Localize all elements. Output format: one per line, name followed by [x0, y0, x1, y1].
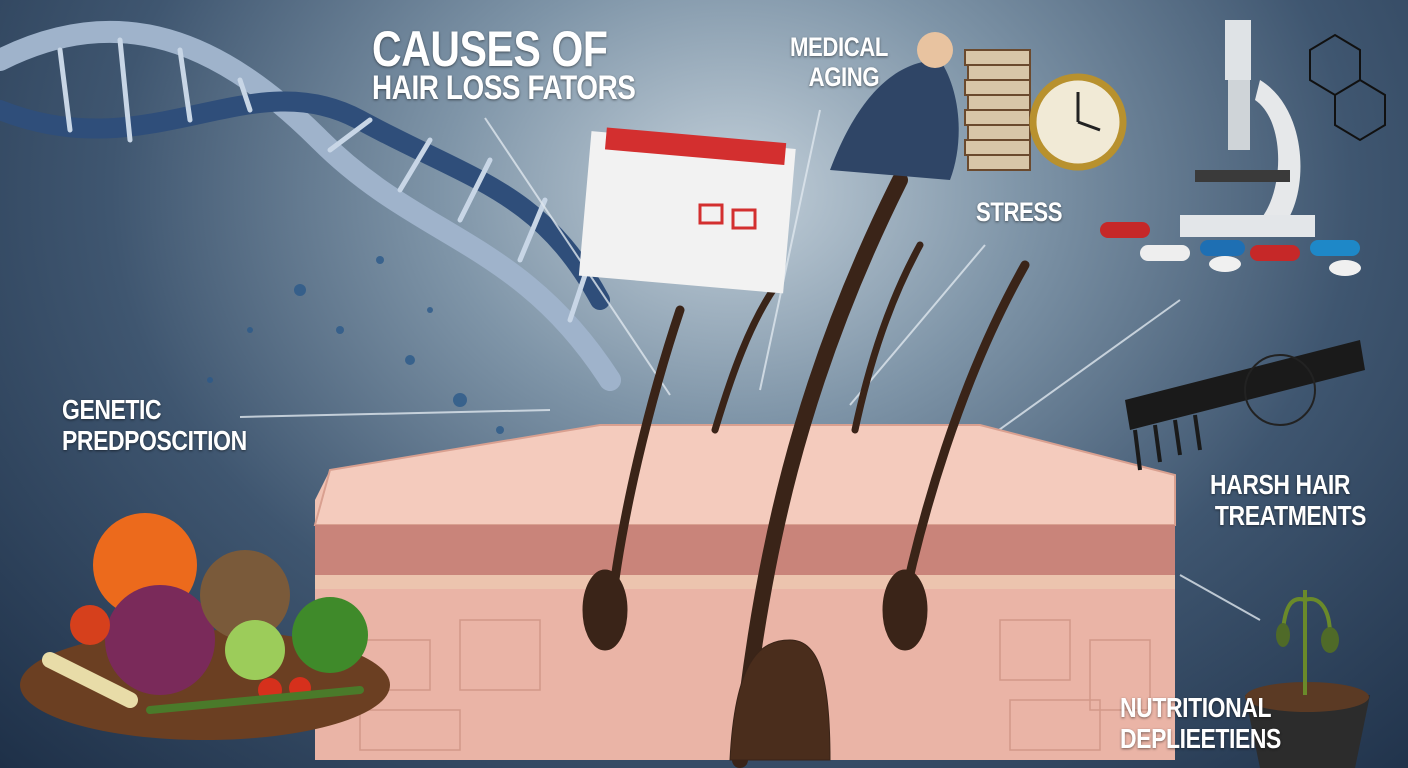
wilted-plant-icon — [1245, 590, 1370, 768]
comb-icon — [1125, 340, 1365, 471]
person-stress-icon — [830, 32, 959, 180]
clock-icon — [1029, 73, 1127, 171]
calendar-icon — [578, 127, 796, 294]
molecule-icon — [1309, 33, 1386, 142]
title-line1: CAUSES OF — [372, 21, 608, 77]
label-line: GENETIC — [62, 394, 162, 425]
skin-cross-section-icon — [313, 424, 1176, 760]
label-genetic: GENETIC PREDPOSCITION — [62, 394, 247, 457]
dna-helix-icon — [0, 20, 621, 391]
label-medical-aging: MEDICAL AGING — [790, 32, 888, 92]
label-line: HARSH HAIR — [1210, 469, 1351, 500]
label-line: NUTRITIONAL — [1120, 692, 1272, 723]
books-icon — [964, 49, 1031, 171]
particles — [207, 256, 504, 434]
label-stress: STRESS — [976, 197, 1063, 227]
label-line: AGING — [808, 61, 880, 92]
microscope-icon — [1180, 20, 1315, 237]
label-line: MEDICAL — [790, 32, 888, 62]
callout-lines — [239, 109, 1261, 621]
label-harsh-treatments: HARSH HAIR TREATMENTS — [1210, 469, 1367, 532]
label-line: PREDPOSCITION — [62, 424, 247, 456]
label-line: TREATMENTS — [1214, 499, 1367, 531]
hair-strands — [582, 172, 1030, 768]
pills-icon — [1100, 222, 1361, 276]
label-nutritional: NUTRITIONAL DEPLIEETIENS — [1120, 692, 1281, 755]
vegetables-plate-icon — [20, 513, 390, 740]
title-line2: HAIR LOSS FATORS — [372, 69, 636, 107]
label-line: DEPLIEETIENS — [1120, 722, 1281, 754]
